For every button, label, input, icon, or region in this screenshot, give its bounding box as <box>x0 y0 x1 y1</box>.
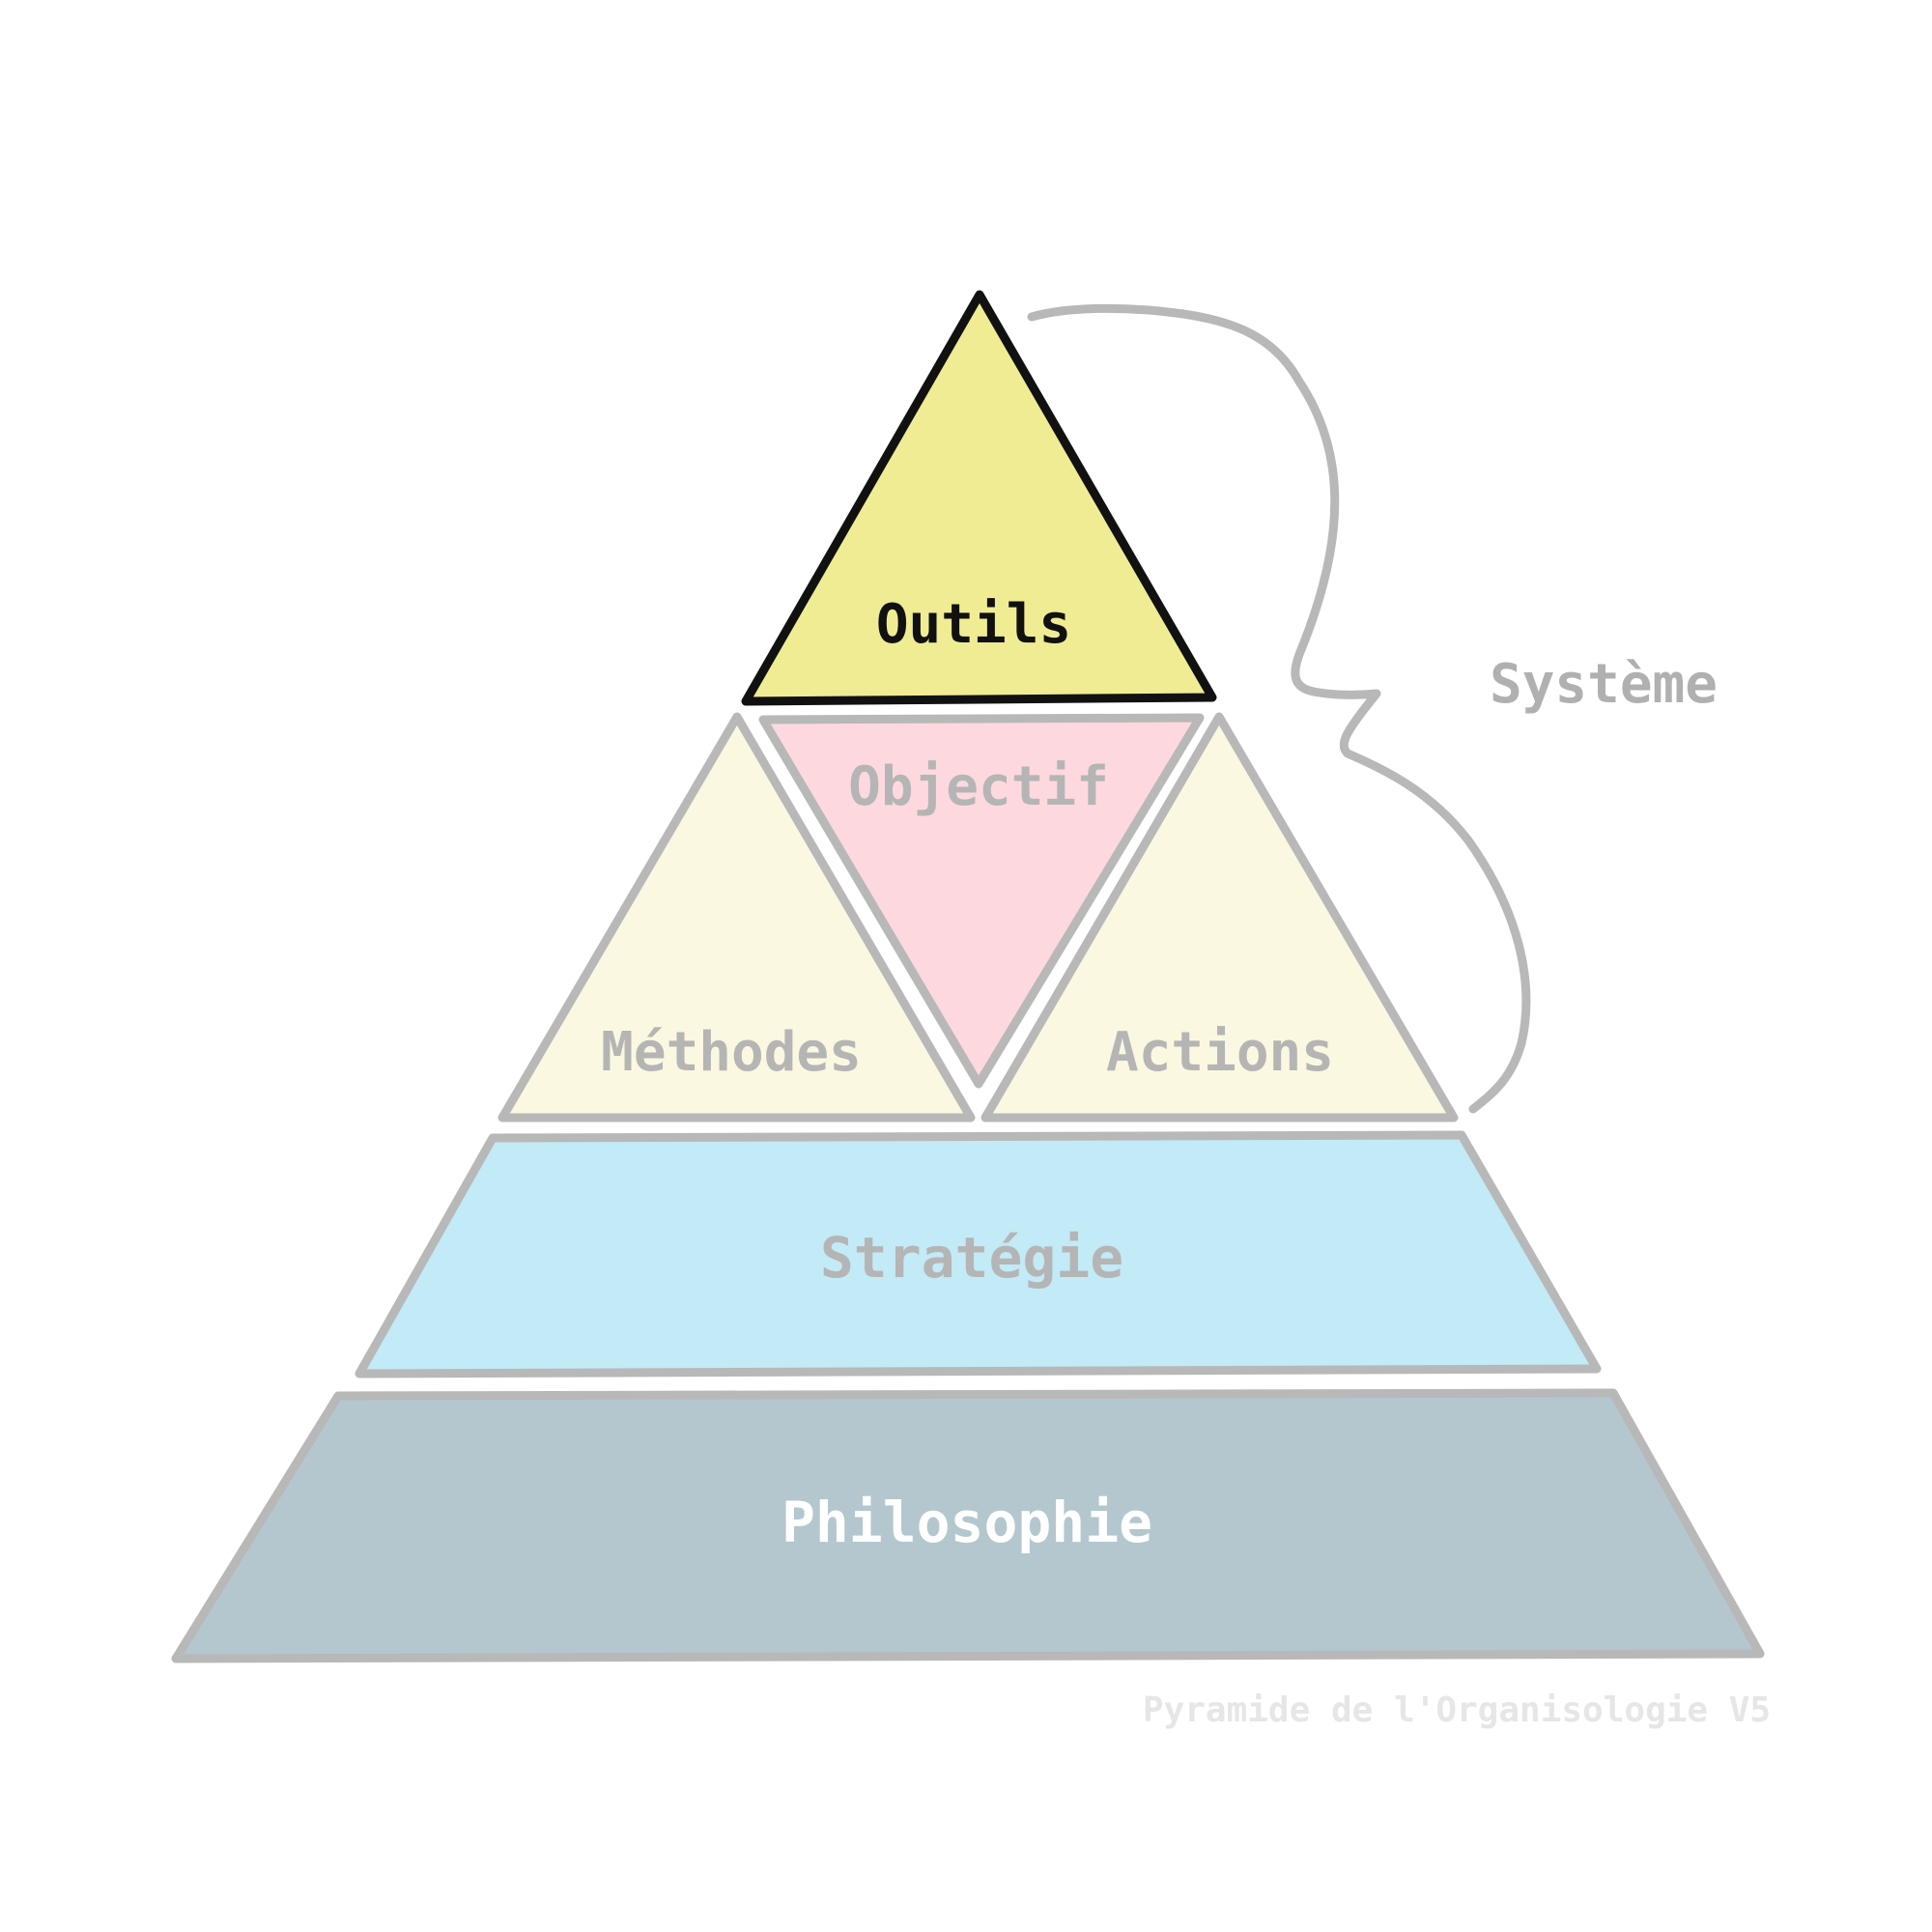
actions-layer-outline <box>980 712 1459 1122</box>
outils-layer-outline <box>741 290 1217 706</box>
philosophie-label: Philosophie <box>781 1490 1152 1555</box>
objectif-layer <box>763 718 1200 1084</box>
systeme-label: Système <box>1490 653 1718 716</box>
methodes-layer-outline <box>497 712 976 1122</box>
objectif-label: Objectif <box>848 755 1109 818</box>
actions-layer <box>985 717 1454 1118</box>
methodes-label: Méthodes <box>601 1021 862 1084</box>
philosophie-layer <box>176 1393 1760 1659</box>
systeme-brace <box>1027 303 1531 1114</box>
caption: Pyramide de l'Organisologie V5 <box>1143 1690 1771 1730</box>
strategie-layer-outline <box>355 1130 1602 1378</box>
outils-layer <box>746 295 1212 701</box>
objectif-layer-outline <box>758 713 1205 1089</box>
methodes-layer <box>502 717 971 1118</box>
actions-label: Actions <box>1106 1021 1334 1084</box>
strategie-layer <box>359 1135 1597 1374</box>
philosophie-layer-outline <box>171 1388 1765 1663</box>
strategie-label: Stratégie <box>820 1225 1123 1291</box>
outils-label: Outils <box>876 593 1071 656</box>
